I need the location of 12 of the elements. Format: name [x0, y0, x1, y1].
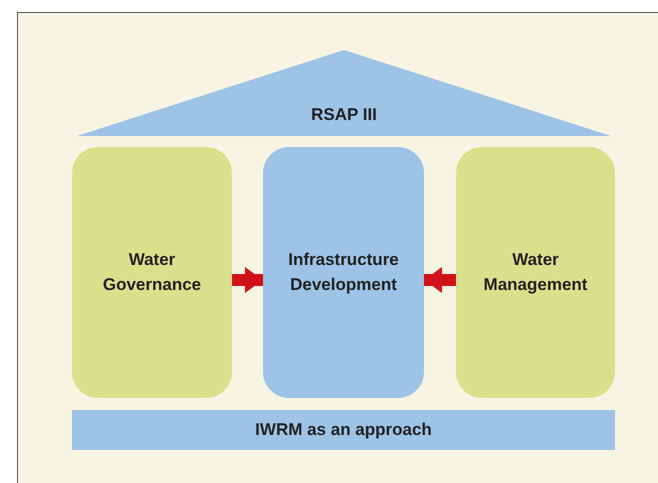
pillar-box	[263, 147, 424, 398]
arrow	[232, 267, 263, 293]
pillar-box	[72, 147, 232, 398]
roof-triangle	[77, 50, 611, 136]
arrow	[424, 267, 456, 293]
foundation-bar	[72, 410, 615, 450]
node-label: Water Management	[482, 248, 588, 296]
node-label: IWRM as an approach	[255, 418, 432, 441]
pillar-box	[456, 147, 615, 398]
node-label: Water Governance	[102, 248, 202, 296]
node-label: Infrastructure Development	[287, 248, 400, 296]
node-label: RSAP III	[311, 104, 377, 126]
